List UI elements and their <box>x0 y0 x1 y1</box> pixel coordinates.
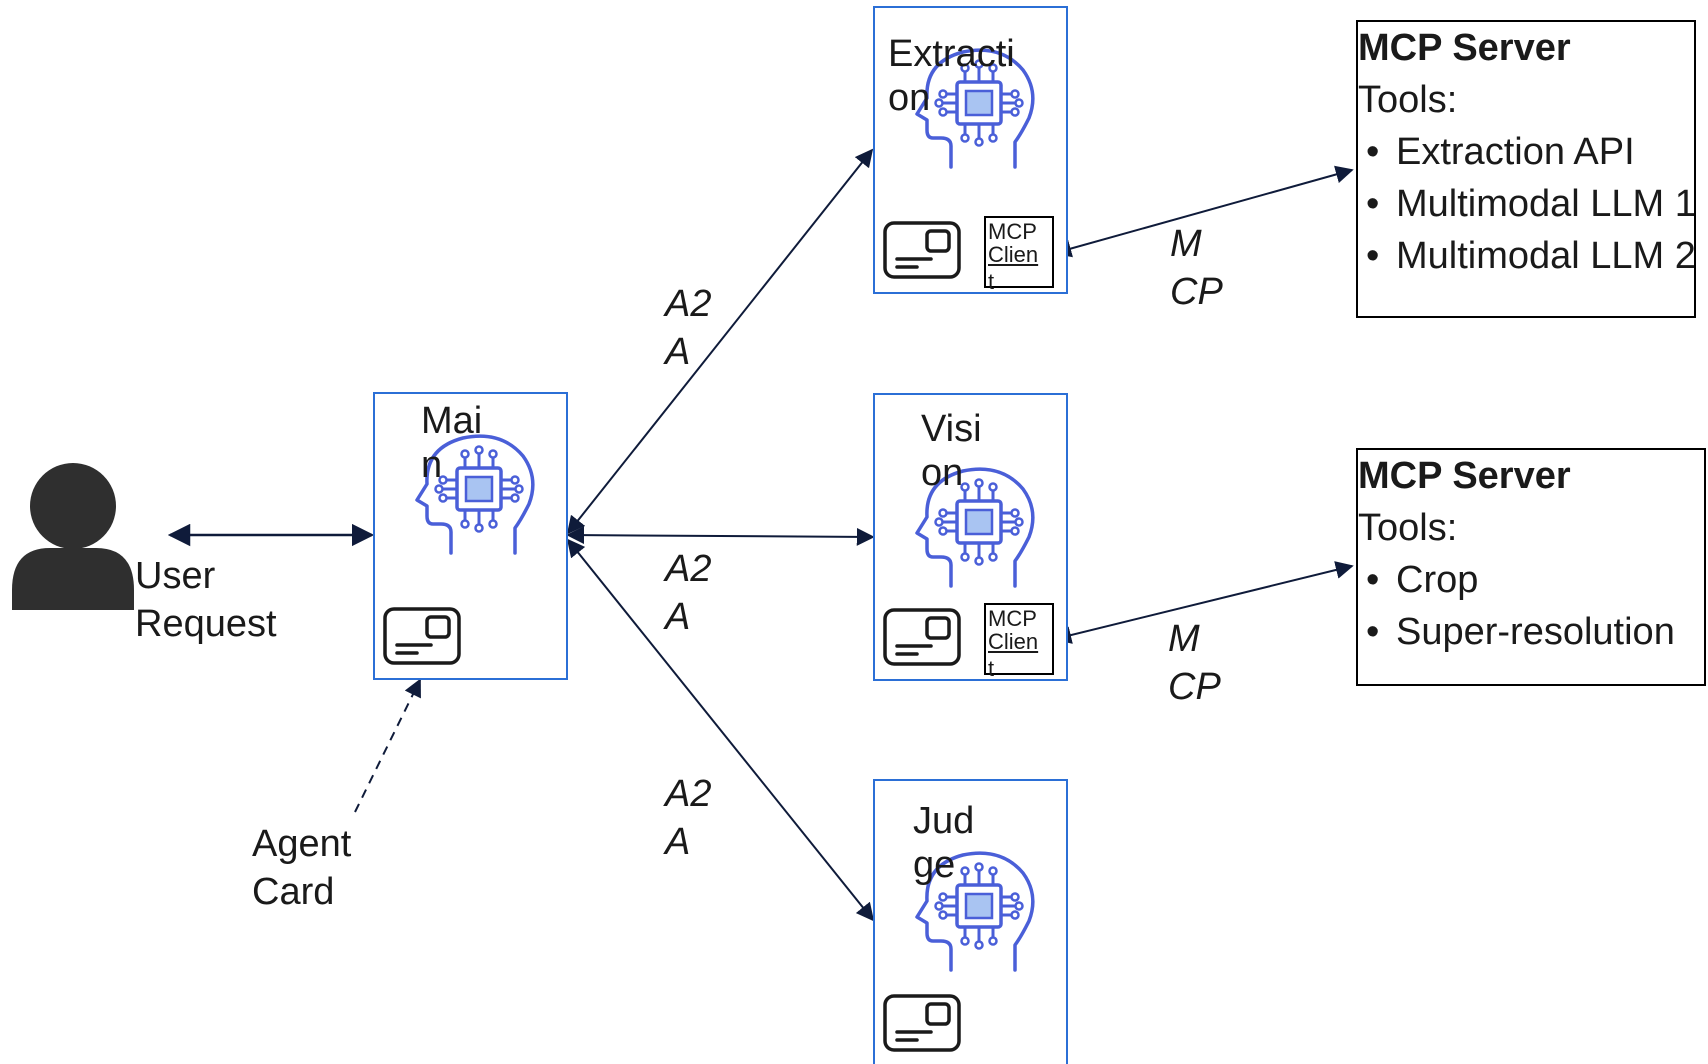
server-title: MCP Server <box>1358 27 1571 69</box>
tool-item: Multimodal LLM 1 <box>1358 178 1706 230</box>
client-line2: Clien <box>988 242 1039 267</box>
tool-item: Extraction API <box>1358 126 1706 178</box>
mcp-bottom-line1: M <box>1168 618 1200 660</box>
client-line3: t <box>988 656 995 681</box>
agent-card-arrow <box>354 678 421 813</box>
agent-card-line2: Card <box>252 871 335 913</box>
agent-card-label: Agent Card <box>252 820 351 916</box>
mcp-bottom-line2: CP <box>1168 666 1221 708</box>
extraction-name-line2: on <box>888 77 931 119</box>
a2a-bottom-line1: A2 <box>665 773 712 815</box>
extraction-agent: Extracti on <box>873 6 1068 294</box>
ai-head-icon <box>915 48 1035 169</box>
vision-name-line1: Visi <box>921 408 982 450</box>
a2a-mid-line2: A <box>665 596 691 638</box>
main-agent-name: Mai n <box>421 399 482 487</box>
extraction-agent-name: Extracti on <box>888 32 1015 120</box>
extraction-mcp-client: MCP Clien t <box>984 216 1054 293</box>
a2a-label-top: A2 A <box>665 280 711 376</box>
client-line3: t <box>988 269 995 294</box>
main-vision-arrow <box>566 526 875 546</box>
tool-item: Multimodal LLM 2 <box>1358 230 1706 282</box>
client-line2: Clien <box>988 629 1039 654</box>
judge-agent-name: Jud ge <box>913 799 974 887</box>
vision-agent-name: Visi on <box>921 407 982 495</box>
mcp-top-line2: CP <box>1170 271 1223 313</box>
user-label-line1: User <box>135 555 216 597</box>
client-line1: MCP <box>988 606 1037 631</box>
tool-list: Crop Super-resolution <box>1358 554 1706 658</box>
server-title: MCP Server <box>1358 455 1571 497</box>
mcp-top-line1: M <box>1170 223 1202 265</box>
tool-item: Crop <box>1358 554 1706 606</box>
user-request-label: User Request <box>135 552 277 648</box>
agent-card-icon <box>883 608 961 666</box>
ai-head-icon <box>915 467 1035 588</box>
user-label-line2: Request <box>135 603 277 645</box>
judge-name-line1: Jud <box>913 800 975 842</box>
vision-name-line2: on <box>921 452 964 494</box>
a2a-mid-line1: A2 <box>665 548 712 590</box>
client-line1: MCP <box>988 219 1037 244</box>
main-name-line1: Mai <box>421 400 483 442</box>
main-extraction-arrow <box>566 148 874 535</box>
a2a-label-mid: A2 A <box>665 545 711 641</box>
main-name-line2: n <box>421 444 443 486</box>
a2a-bottom-line2: A <box>665 821 691 863</box>
agent-card-icon <box>883 221 961 279</box>
judge-name-line2: ge <box>913 844 956 886</box>
tool-item: Super-resolution <box>1358 606 1706 658</box>
extraction-name-line1: Extracti <box>888 33 1015 75</box>
a2a-top-line1: A2 <box>665 283 712 325</box>
server-subtitle: Tools: <box>1358 79 1458 121</box>
mcp-label-top: M CP <box>1170 220 1223 316</box>
main-agent: Mai n <box>373 392 568 680</box>
agent-card-line1: Agent <box>252 823 352 865</box>
ai-head-icon <box>915 851 1035 972</box>
agent-card-icon <box>883 994 961 1052</box>
extraction-mcp-arrow <box>1053 165 1354 258</box>
mcp-server-top: MCP Server Tools: Extraction API Multimo… <box>1358 22 1706 282</box>
tool-list: Extraction API Multimodal LLM 1 Multimod… <box>1358 126 1706 282</box>
agent-card-icon <box>383 607 461 665</box>
vision-mcp-arrow <box>1053 561 1354 644</box>
a2a-top-line2: A <box>665 331 691 373</box>
person-icon <box>12 463 134 610</box>
mcp-label-bottom: M CP <box>1168 615 1221 711</box>
a2a-label-bottom: A2 A <box>665 770 711 866</box>
judge-agent: Jud ge <box>873 779 1068 1064</box>
mcp-server-bottom: MCP Server Tools: Crop Super-resolution <box>1358 450 1706 658</box>
ai-head-icon <box>415 434 535 555</box>
vision-mcp-client: MCP Clien t <box>984 603 1054 680</box>
main-judge-arrow <box>566 538 875 922</box>
server-subtitle: Tools: <box>1358 507 1458 549</box>
